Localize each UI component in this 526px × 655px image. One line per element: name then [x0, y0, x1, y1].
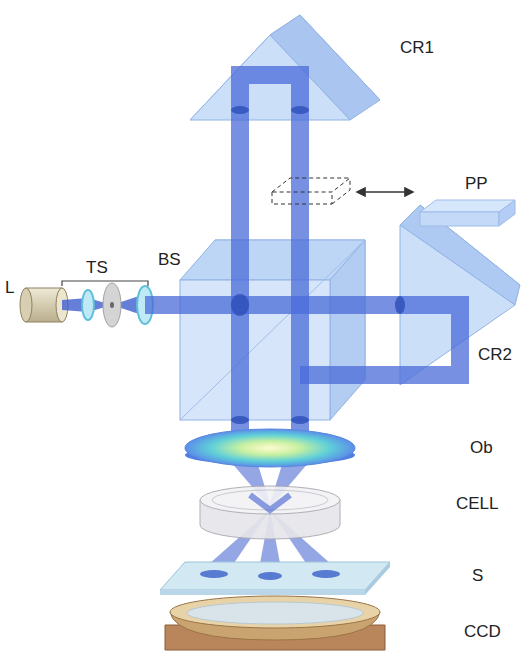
- telescope: [62, 281, 153, 327]
- part-label: CCD: [464, 622, 501, 642]
- beam-splitter: [180, 240, 365, 420]
- laser: [20, 288, 68, 322]
- part-label: CR2: [478, 345, 512, 365]
- part-label: TS: [86, 258, 108, 278]
- part-label: PP: [465, 174, 488, 194]
- part-label: BS: [158, 250, 181, 270]
- part-label: CR1: [400, 38, 434, 58]
- focused-beam: [250, 495, 290, 510]
- light-beam: [145, 75, 460, 440]
- beam-spot: [231, 106, 405, 424]
- screen-plate: [160, 562, 390, 595]
- part-label: S: [472, 566, 483, 586]
- part-label: L: [5, 278, 14, 298]
- sample-cell: [200, 486, 340, 539]
- part-label: Ob: [470, 438, 493, 458]
- objective-lens: [185, 429, 355, 467]
- part-label: CELL: [456, 494, 499, 514]
- ccd-camera: [165, 596, 385, 650]
- focused-beam: [200, 455, 340, 574]
